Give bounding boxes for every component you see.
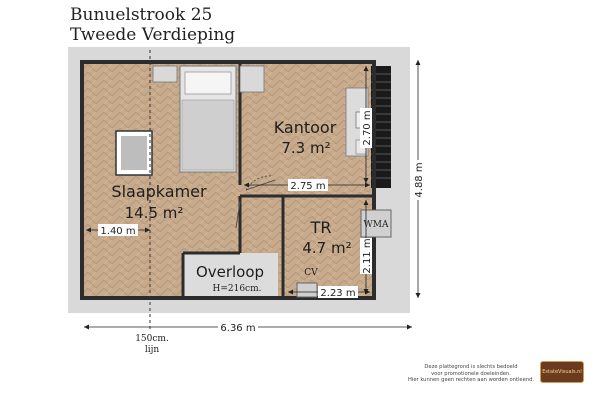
dim-tr-depth-label: 2.11 m (362, 238, 373, 273)
kantoor-area: 7.3 m² (281, 139, 330, 157)
overloop-name: Overloop (196, 263, 264, 281)
overloop-floor (183, 253, 278, 298)
dim-total-depth-label: 4.88 m (414, 162, 425, 197)
logo-text: EstateVisuals.nl (542, 369, 582, 375)
wma-label: WMA (364, 220, 389, 230)
overloop-height: H=216cm. (212, 284, 261, 294)
dim-tr-width: 2.23 m (288, 286, 370, 299)
dim-tr-width-label: 2.23 m (320, 288, 355, 299)
dim-kantoor-depth: 2.70 m (360, 66, 373, 183)
disclaimer: Deze plattegrond is slechts bedoeld voor… (402, 364, 540, 384)
nightstand-right (239, 65, 265, 93)
dim-slaapkamer-partial: 1.40 m (86, 224, 150, 237)
dim-tr-depth: 2.11 m (360, 200, 373, 294)
slaapkamer-area: 14.5 m² (125, 204, 184, 222)
kantoor-name: Kantoor (274, 118, 337, 137)
dim-slaapkamer-partial-label: 1.40 m (100, 226, 135, 237)
estatevisuals-logo: EstateVisuals.nl (540, 361, 584, 383)
line-note-lijn: lijn (145, 345, 160, 355)
cv-label: CV (304, 268, 318, 278)
dim-kantoor-depth-label: 2.70 m (362, 110, 373, 145)
disclaimer-line-3: Hier kunnen geen rechten aan worden ontl… (408, 377, 534, 384)
dim-total-depth: 4.88 m (412, 60, 425, 298)
dim-kantoor-width: 2.75 m (244, 179, 370, 192)
floor-title: Tweede Verdieping (70, 25, 236, 45)
slaapkamer-name: Slaapkamer (111, 182, 207, 201)
disclaimer-line-1: Deze plattegrond is slechts bedoeld (424, 364, 518, 370)
disclaimer-line-2: voor promotionele doeleinden. (431, 370, 511, 377)
dim-total-width-label: 6.36 m (220, 323, 255, 334)
rug (115, 130, 153, 176)
walls (80, 60, 376, 300)
cv-unit (296, 282, 318, 298)
address-title: Bunuelstrook 25 (70, 5, 213, 25)
tr-area: 4.7 m² (302, 239, 351, 257)
line-note-150cm: 150cm. (135, 334, 169, 344)
nightstand-left (152, 65, 178, 83)
tr-name: TR (310, 218, 332, 237)
dim-kantoor-width-label: 2.75 m (290, 181, 325, 192)
bed (179, 65, 237, 173)
dim-total-width: 6.36 m (84, 321, 412, 334)
